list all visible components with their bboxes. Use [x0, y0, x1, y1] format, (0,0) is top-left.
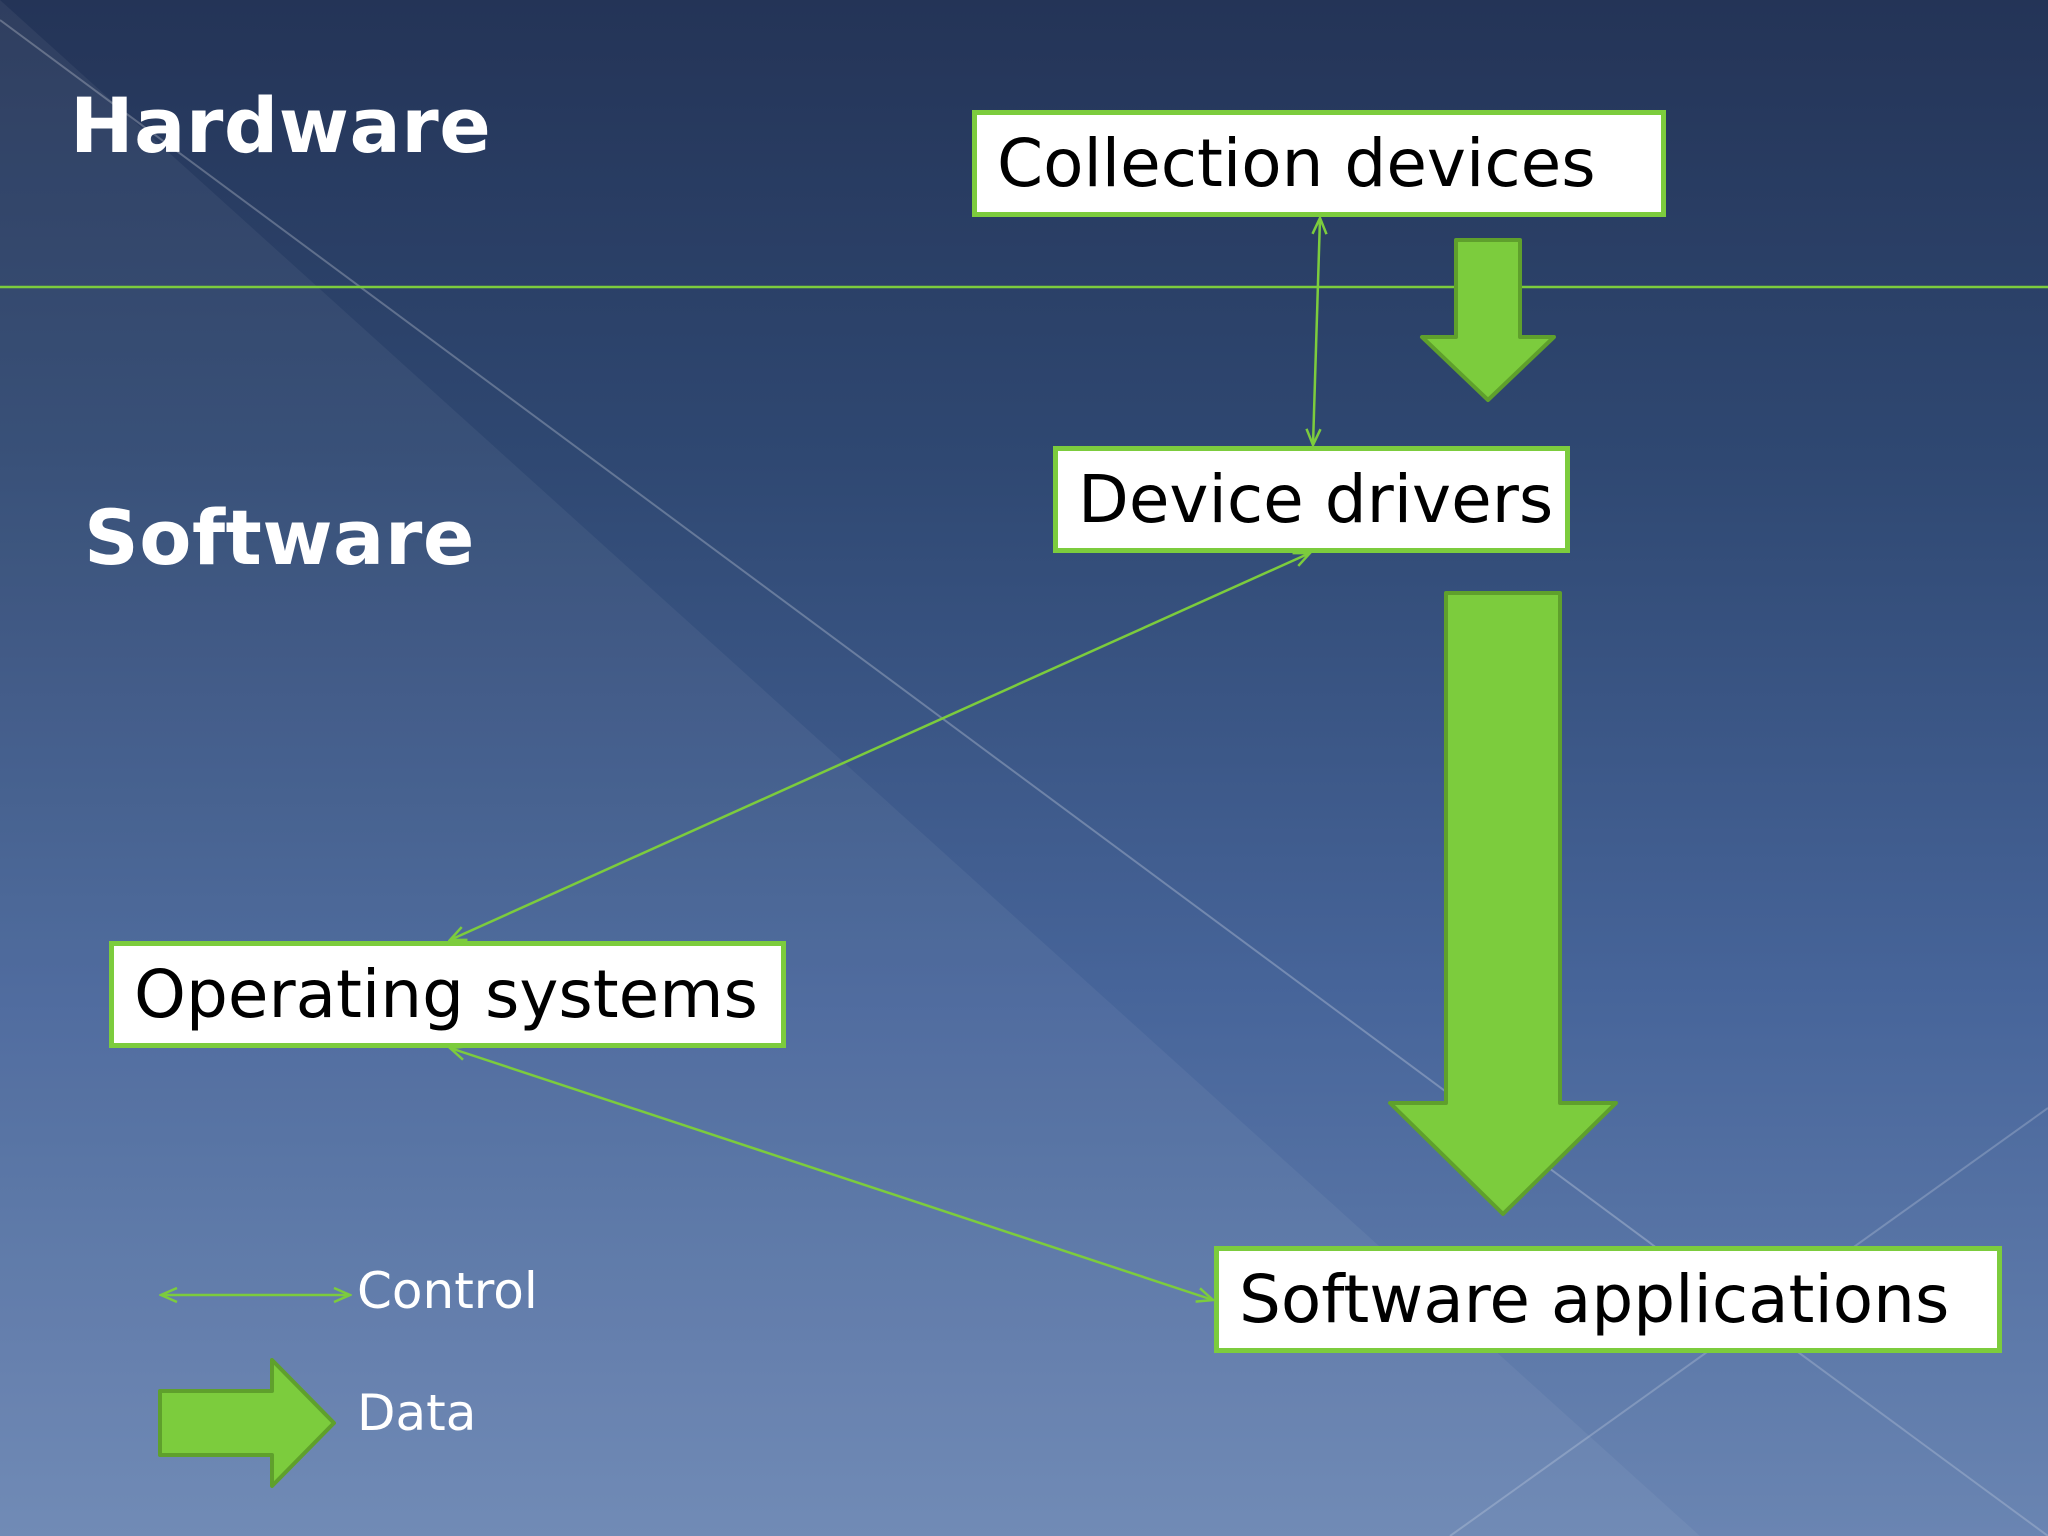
operating-systems-node: Operating systems: [109, 941, 786, 1048]
software-applications-label: Software applications: [1239, 1260, 1950, 1338]
legend-data-icon: [158, 1358, 336, 1488]
data-arrow-drivers-to-applications: [1388, 591, 1618, 1216]
control-arrow-drivers-os: [450, 553, 1310, 940]
software-applications-node: Software applications: [1214, 1246, 2002, 1353]
operating-systems-label: Operating systems: [134, 955, 758, 1033]
legend-data-label: Data: [357, 1384, 477, 1442]
control-arrow-collection-drivers: [1313, 218, 1320, 445]
collection-devices-label: Collection devices: [997, 124, 1596, 202]
software-section-label: Software: [84, 493, 475, 582]
hardware-section-label: Hardware: [70, 81, 492, 170]
data-arrow-collection-to-drivers: [1420, 238, 1556, 402]
device-drivers-label: Device drivers: [1078, 460, 1554, 538]
device-drivers-node: Device drivers: [1053, 446, 1570, 553]
control-arrow-os-applications: [450, 1048, 1213, 1300]
legend-control-label: Control: [357, 1262, 538, 1320]
collection-devices-node: Collection devices: [972, 110, 1666, 217]
